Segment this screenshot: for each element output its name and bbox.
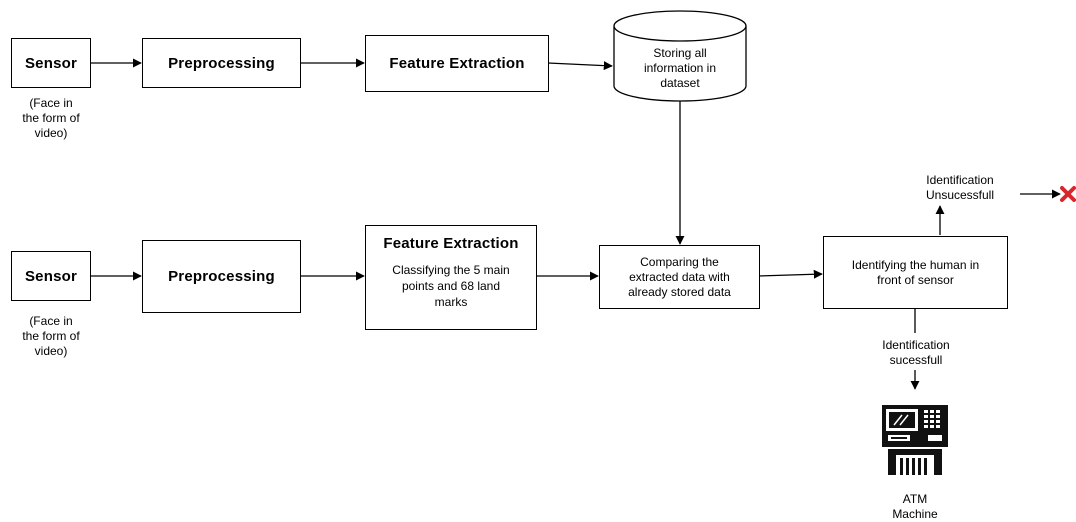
feature-extraction-title-2: Feature Extraction (383, 235, 519, 252)
sensor-label-2: Sensor (24, 267, 78, 285)
feature-extraction-label-1: Feature Extraction (389, 55, 525, 72)
arrow-compare-to-identify (758, 269, 823, 279)
identify-box: Identifying the human in front of sensor (823, 236, 1008, 309)
compare-box: Comparing the extracted data with alread… (599, 245, 760, 309)
arrow-feature1-to-database (547, 61, 613, 71)
sensor-label-1: Sensor (24, 54, 78, 72)
preprocessing-label-2: Preprocessing (168, 268, 275, 285)
identification-success-label: Identification sucessfull (882, 338, 950, 367)
sensor-note-2: (Face in the form of video) (22, 314, 80, 358)
cross-icon (1060, 186, 1076, 202)
preprocessing-box-1: Preprocessing (142, 38, 301, 88)
feature-extraction-desc-2: Classifying the 5 main points and 68 lan… (392, 263, 510, 309)
sensor-box-1: Sensor (11, 38, 91, 88)
sensor-note-1: (Face in the form of video) (22, 96, 80, 140)
identification-fail-label: Identification Unsucessfull (925, 173, 995, 202)
database-label: Storing all information in dataset (643, 46, 717, 90)
preprocessing-box-2: Preprocessing (142, 240, 301, 313)
atm-machine-label: ATM Machine (892, 492, 938, 521)
sensor-box-2: Sensor (11, 251, 91, 301)
database-cylinder (613, 10, 747, 102)
feature-extraction-box-2: Feature Extraction Classifying the 5 mai… (365, 225, 537, 330)
atm-machine-icon (882, 405, 948, 475)
preprocessing-label-1: Preprocessing (168, 54, 275, 72)
feature-extraction-box-1: Feature Extraction (365, 35, 549, 92)
